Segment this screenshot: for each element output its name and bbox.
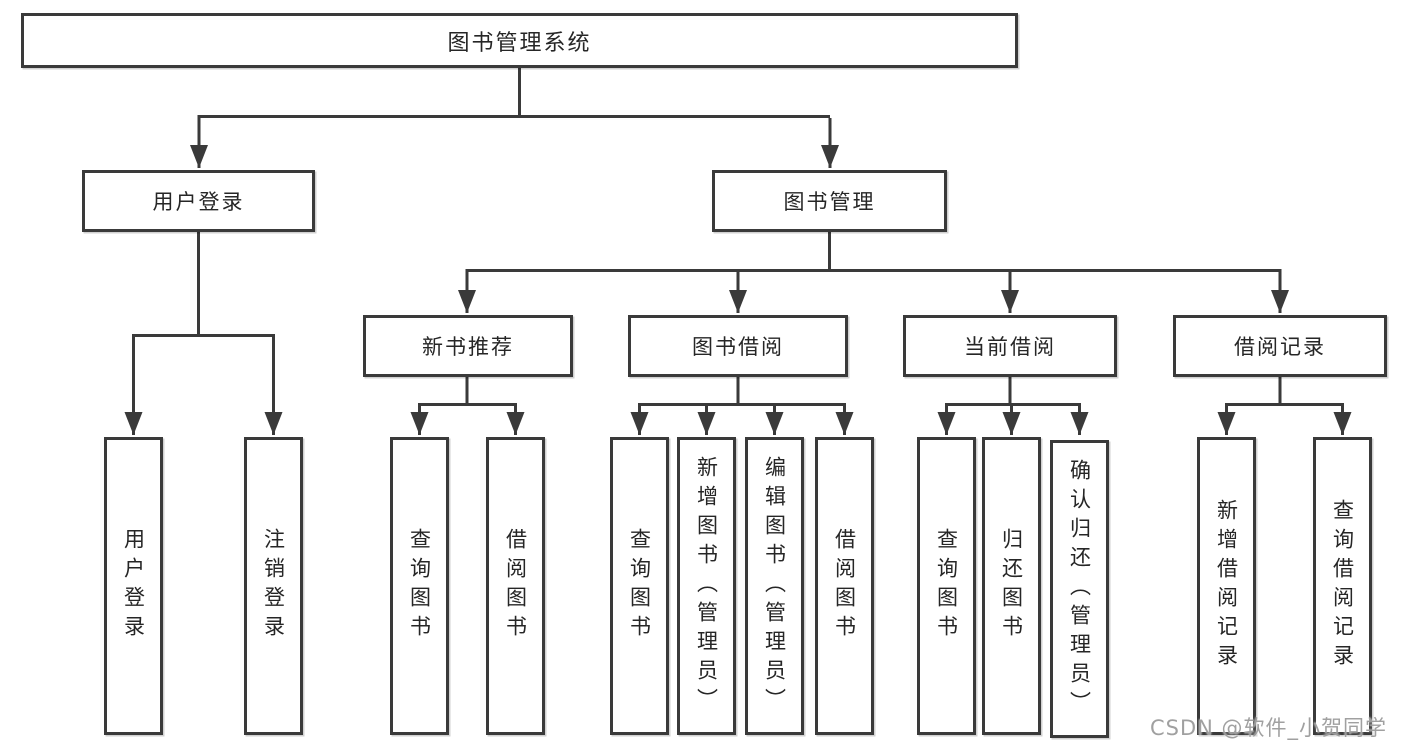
leaf-borrow-query-books: 查询图书: [610, 437, 669, 735]
node-new-book-recommend: 新书推荐: [363, 315, 573, 377]
node-borrowing-records: 借阅记录: [1173, 315, 1387, 377]
node-library-system: 图书管理系统: [21, 13, 1018, 68]
leaf-user-login: 用户登录: [104, 437, 163, 735]
node-user-login: 用户登录: [82, 170, 315, 232]
leaf-current-confirm-return-admin: 确认归还（管理员）: [1050, 440, 1109, 738]
leaf-records-query-record: 查询借阅记录: [1313, 437, 1372, 735]
leaf-newbook-query-books: 查询图书: [390, 437, 449, 735]
leaf-borrow-edit-books-admin: 编辑图书（管理员）: [745, 437, 804, 735]
leaf-current-return-books: 归还图书: [982, 437, 1041, 735]
node-current-borrowing: 当前借阅: [903, 315, 1117, 377]
leaf-borrow-add-books-admin: 新增图书（管理员）: [677, 437, 736, 735]
leaf-borrow-borrow-books: 借阅图书: [815, 437, 874, 735]
watermark: CSDN @软件_小贺同学: [1150, 716, 1388, 740]
leaf-records-add-record: 新增借阅记录: [1197, 437, 1256, 735]
leaf-logout: 注销登录: [244, 437, 303, 735]
node-book-borrowing: 图书借阅: [628, 315, 848, 377]
leaf-newbook-borrow-books: 借阅图书: [486, 437, 545, 735]
node-book-management: 图书管理: [712, 170, 947, 232]
leaf-current-query-books: 查询图书: [917, 437, 976, 735]
